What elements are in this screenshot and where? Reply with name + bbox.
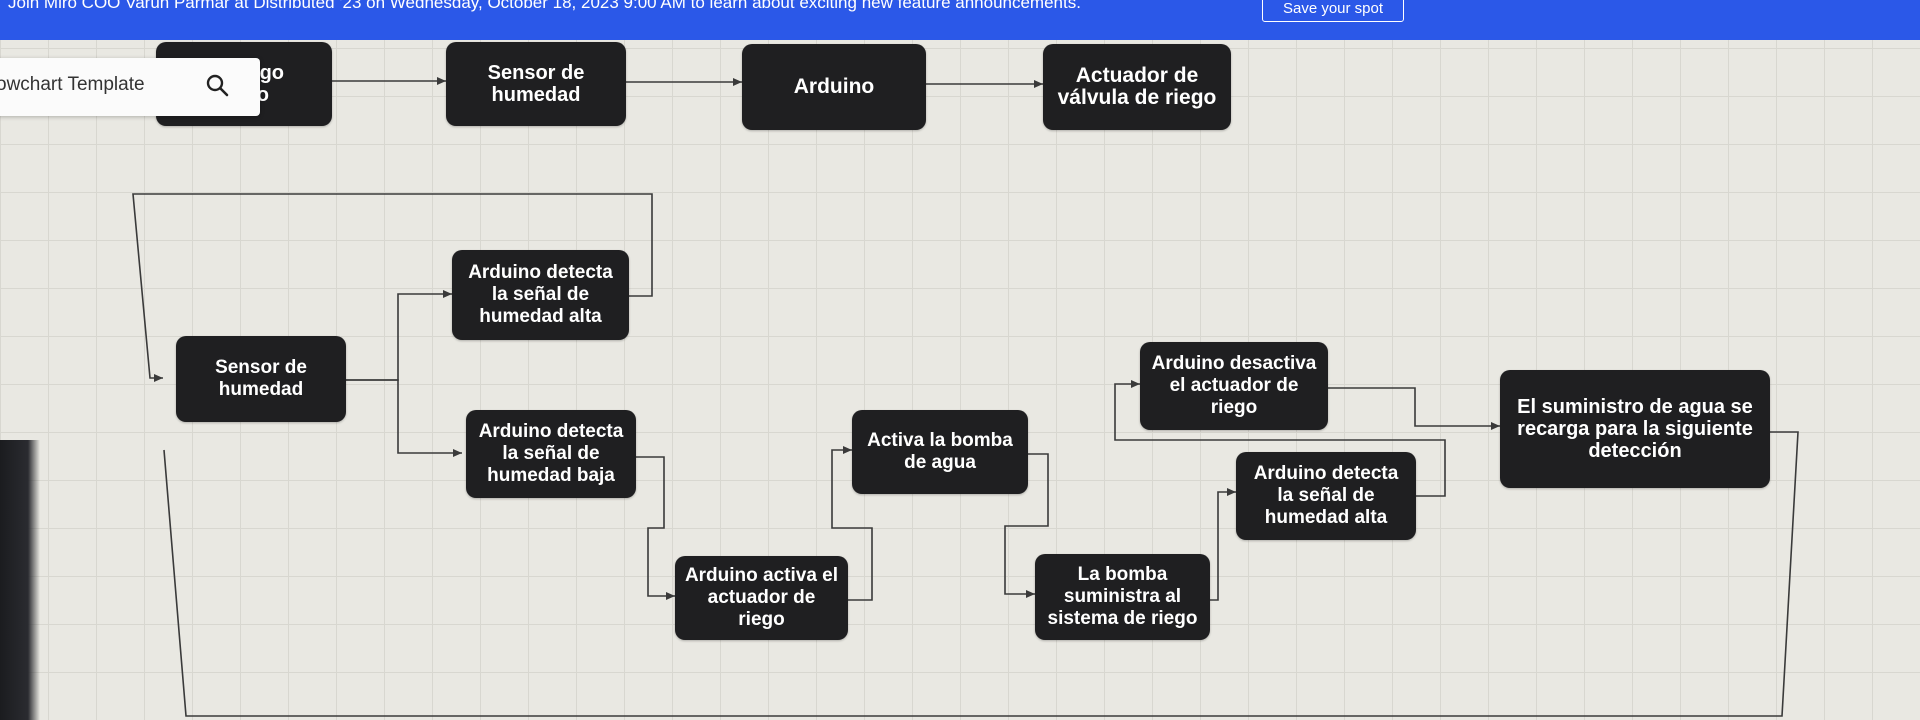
node-activa-actuador-riego[interactable]: Arduino activa el actuador de riego bbox=[675, 556, 848, 640]
connector-sensor-to-baja bbox=[346, 379, 462, 457]
node-detecta-humedad-alta-1[interactable]: Arduino detecta la señal de humedad alta bbox=[452, 250, 629, 340]
connector-baja-to-actuador bbox=[636, 456, 675, 600]
connector-desactiva-to-recarga bbox=[1328, 387, 1500, 430]
node-actuador-valvula[interactable]: Actuador de válvula de riego bbox=[1043, 44, 1231, 130]
node-bomba-suministra[interactable]: La bomba suministra al sistema de riego bbox=[1035, 554, 1210, 640]
board-search-field[interactable]: owchart Template bbox=[0, 58, 260, 116]
node-sensor-humedad-top[interactable]: Sensor de humedad bbox=[446, 42, 626, 126]
connector-actuador-to-bomba bbox=[831, 446, 873, 601]
connector-loop-alta-to-sensor bbox=[132, 193, 653, 382]
search-input-value[interactable]: owchart Template bbox=[0, 74, 145, 95]
connector-alta2-to-desactiva bbox=[1114, 380, 1446, 497]
connector-recarga-return bbox=[163, 431, 1799, 717]
search-icon[interactable] bbox=[204, 72, 232, 100]
screen-bezel bbox=[0, 440, 40, 720]
node-suministro-recarga[interactable]: El suministro de agua se recarga para la… bbox=[1500, 370, 1770, 488]
node-sensor-humedad-left[interactable]: Sensor de humedad bbox=[176, 336, 346, 422]
node-activa-bomba-agua[interactable]: Activa la bomba de agua bbox=[852, 410, 1028, 494]
connector-suministra-to-alta2 bbox=[1210, 488, 1236, 601]
connector-sensor-to-alta bbox=[346, 290, 452, 381]
node-detecta-humedad-alta-2[interactable]: Arduino detecta la señal de humedad alta bbox=[1236, 452, 1416, 540]
announcement-text: Join Miro COO Varun Parmar at Distribute… bbox=[8, 0, 1081, 12]
node-detecta-humedad-baja[interactable]: Arduino detecta la señal de humedad baja bbox=[466, 410, 636, 498]
connector-bomba-to-suministra bbox=[1004, 453, 1049, 598]
announcement-banner: Join Miro COO Varun Parmar at Distribute… bbox=[0, 0, 1920, 40]
save-your-spot-button[interactable]: Save your spot bbox=[1262, 0, 1404, 22]
node-arduino-top[interactable]: Arduino bbox=[742, 44, 926, 130]
node-arduino-desactiva[interactable]: Arduino desactiva el actuador de riego bbox=[1140, 342, 1328, 430]
